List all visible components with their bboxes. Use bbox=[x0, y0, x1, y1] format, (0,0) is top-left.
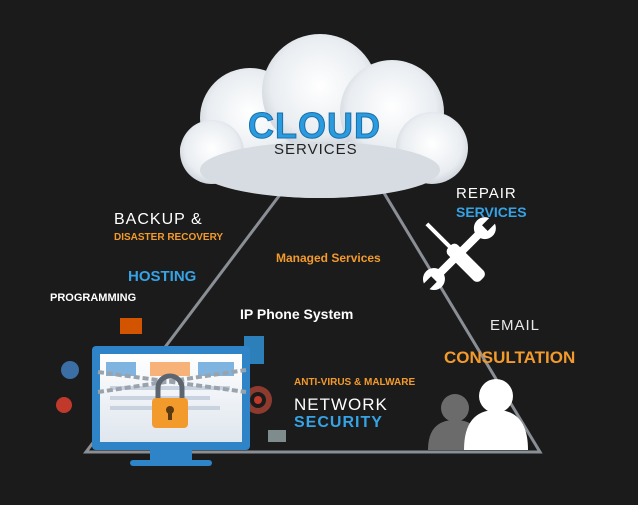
cloud-title: CLOUD bbox=[248, 105, 381, 146]
monitor-lock-icon bbox=[56, 318, 286, 466]
users-icon bbox=[428, 379, 528, 450]
ip-phone-label: IP Phone System bbox=[240, 306, 354, 322]
network-label: NETWORK bbox=[294, 395, 388, 414]
repair-label: REPAIR bbox=[456, 185, 517, 202]
consultation-label: CONSULTATION bbox=[444, 348, 576, 367]
cloud-icon bbox=[180, 34, 468, 198]
programming-label: PROGRAMMING bbox=[50, 292, 137, 304]
security-label: SECURITY bbox=[294, 414, 383, 431]
cloud-subtitle: SERVICES bbox=[274, 141, 358, 158]
repair-services-label: SERVICES bbox=[456, 204, 527, 220]
disaster-recovery-label: DISASTER RECOVERY bbox=[114, 232, 224, 243]
antivirus-label: ANTI-VIRUS & MALWARE bbox=[294, 377, 416, 388]
email-label: EMAIL bbox=[490, 317, 541, 334]
backup-label: BACKUP & bbox=[114, 211, 203, 228]
hosting-label: HOSTING bbox=[128, 268, 197, 285]
wrench-screwdriver-icon bbox=[421, 215, 498, 292]
managed-services-label: Managed Services bbox=[276, 251, 381, 265]
